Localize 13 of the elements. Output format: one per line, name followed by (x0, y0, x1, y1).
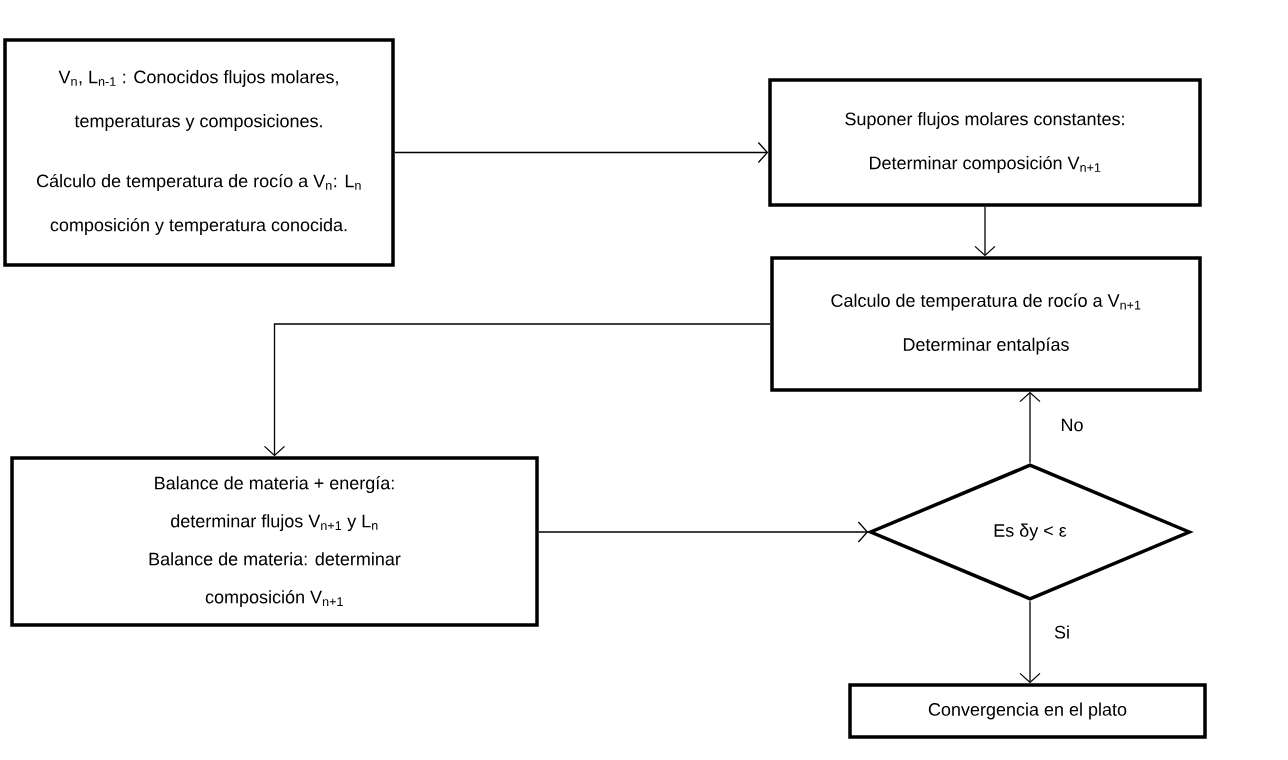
edge-label: Si (1052, 623, 1072, 641)
arrow (394, 141, 769, 164)
arrow (263, 323, 771, 457)
edge-label: No (1058, 416, 1086, 434)
process-box: V$_{n}$, L$_{n-1}$ : Conocidos flujos molares, temperaturas y composiciones. Cálculo de temperatura de rocío a V$_{n}$: L$_{n}$ composición y temperatura conocida. (3, 38, 395, 267)
arrow (538, 521, 869, 543)
arrow (1019, 600, 1041, 684)
arrow (974, 206, 996, 257)
process-box: Calculo de temperatura de rocío a V$_{n+1}$ Determinar entalpías (770, 256, 1202, 392)
terminal-box: Convergencia en el plato (848, 683, 1207, 739)
arrow (1019, 391, 1041, 464)
process-box: Suponer flujos molares constantes: Determinar composición V$_{n+1}$ (768, 78, 1202, 207)
process-box: Balance de materia + energía: determinar flujos V$_{n+1}$ y L$_{n}$ Balance de materia: determinar composición V$_{n+1}$ (10, 456, 539, 627)
